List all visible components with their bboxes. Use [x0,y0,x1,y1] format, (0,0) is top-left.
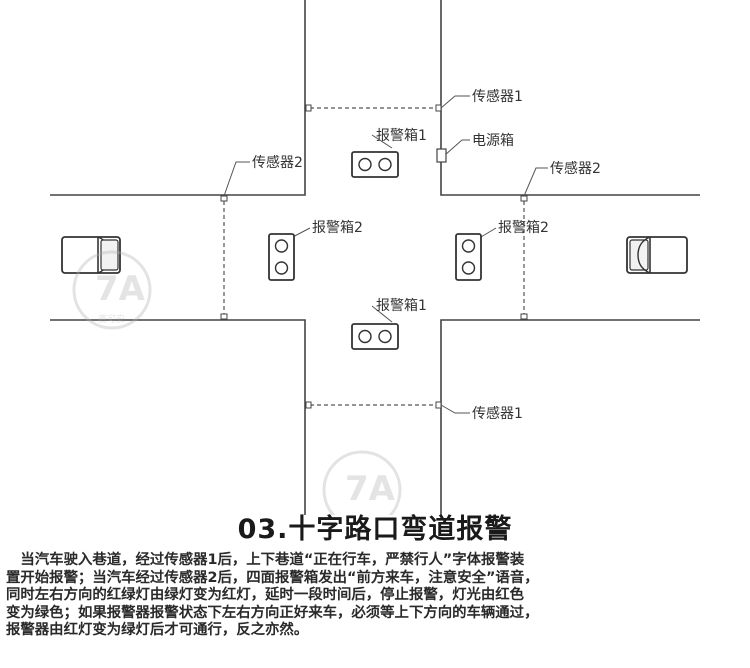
road-edge-top-right [440,0,700,196]
label-sensor1-bottom: 传感器1 [472,405,523,422]
watermark-logo-bottom: 7A [322,450,402,515]
label-sensor1-top: 传感器1 [472,88,523,105]
alarm-box1-top [351,151,399,178]
page-title: 03.十字路口弯道报警 [237,514,513,545]
car-right-icon [626,236,688,274]
car-left-icon [61,236,121,274]
power-box [436,148,447,163]
label-sensor2-right: 传感器2 [550,160,601,177]
description-line: 当汽车驶入巷道，经过传感器1后，上下巷道“正在行车，严禁行人”字体报警装 [6,552,525,568]
alarm-box2-left [268,233,295,281]
svg-text:赛可安: 赛可安 [98,313,125,325]
label-alarm-box2-left: 报警箱2 [312,220,363,236]
alarm-box2-right [455,233,482,281]
label-alarm-box1-bottom: 报警箱1 [376,298,427,314]
svg-text:7A: 7A [95,269,146,309]
alarm-box1-bottom [351,323,399,350]
sensor-beams [223,107,525,406]
road-outline [50,0,700,515]
description-line: 置开始报警；当汽车经过传感器2后，四面报警箱发出“前方来车，注意安全”语音， [6,569,539,586]
description-line: 报警器由红灯变为绿灯后才可通行，反之亦然。 [6,622,309,638]
label-sensor2-left: 传感器2 [252,154,303,171]
svg-text:7A: 7A [345,469,396,509]
road-edge-top-left [50,0,306,196]
description-line: 同时左右方向的红绿灯由绿灯变为红灯，延时一段时间后，停止报警，灯光由红色 [6,587,525,603]
intersection-diagram: 传感器1 传感器1 传感器2 传感器2 报警箱1 报警箱1 报警箱2 报警箱2 … [50,0,700,515]
leader-lines [223,95,548,414]
label-alarm-box2-right: 报警箱2 [498,220,549,236]
label-power-box: 电源箱 [472,133,514,149]
description-line: 变为绿色；如果报警器报警状态下左右方向正好来车，必须等上下方向的车辆通过， [6,604,539,621]
description-text: 当汽车驶入巷道，经过传感器1后，上下巷道“正在行车，严禁行人”字体报警装 置开始… [6,552,744,640]
road-edge-bottom-left [50,319,306,515]
sensor-markers [220,104,528,409]
watermark-logo-left: 7A 赛可安 [72,250,152,330]
road-edge-bottom-right [440,319,700,515]
label-alarm-box1-top: 报警箱1 [376,128,427,144]
